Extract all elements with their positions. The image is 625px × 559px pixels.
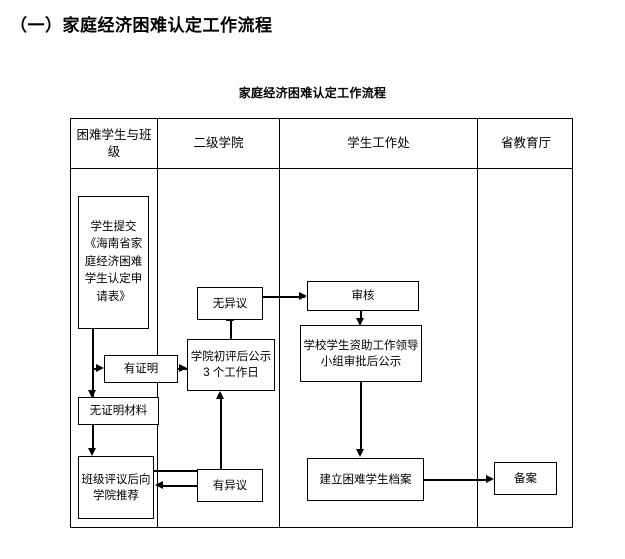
lane-header-student-affairs: 学生工作处	[347, 136, 410, 150]
connector-classrec-to-review-h	[154, 470, 221, 472]
connector-apply-to-proof	[92, 368, 98, 370]
arrowhead-objection-to-classrec	[155, 481, 163, 489]
node-class-review-recommend[interactable]: 班级评议后向学院推荐	[78, 456, 154, 519]
lane-header-provincial-dept: 省教育厅	[500, 136, 551, 150]
figure-caption: 家庭经济困难认定工作流程	[238, 86, 387, 100]
connector-objection-to-classrec	[161, 485, 201, 487]
node-no-proof-material[interactable]: 无证明材料	[78, 397, 159, 425]
lane-divider-3	[477, 119, 478, 527]
node-record-filing[interactable]: 备案	[494, 462, 557, 495]
node-has-proof[interactable]: 有证明	[104, 355, 178, 383]
arrowhead-archive-to-filing	[486, 475, 494, 483]
connector-apply-spine	[92, 329, 94, 403]
arrowhead-proof-to-review	[179, 364, 187, 372]
connector-review-to-noobj	[230, 320, 232, 340]
arrowhead-classrec-to-review	[216, 391, 224, 399]
arrowhead-noobj-to-audit	[299, 292, 307, 300]
lane-header-students: 困难学生与班级	[76, 127, 152, 159]
node-no-objection[interactable]: 无异议	[197, 287, 263, 320]
arrowhead-apply-to-proof	[96, 364, 104, 372]
arrowhead-apply-to-noproof	[88, 390, 96, 398]
lane-divider-1	[157, 119, 158, 527]
node-college-preliminary-publicity[interactable]: 学院初评后公示 3 个工作日	[187, 339, 275, 391]
node-has-objection[interactable]: 有异议	[197, 469, 263, 502]
arrowhead-audit-to-approve	[356, 318, 364, 326]
connector-classrec-to-review-v	[220, 399, 222, 471]
node-school-aid-group-approval[interactable]: 学校学生资助工作领导小组审批后公示	[300, 325, 422, 382]
lane-divider-2	[279, 119, 280, 527]
arrowhead-noproof-to-classrec	[88, 448, 96, 456]
arrowhead-approve-to-archive	[356, 449, 364, 457]
page-title: （一）家庭经济困难认定工作流程	[10, 16, 273, 35]
connector-noproof-to-classrec	[92, 425, 94, 449]
connector-noobj-to-audit	[263, 296, 305, 298]
node-audit[interactable]: 审核	[307, 281, 419, 311]
connector-approve-to-archive	[360, 382, 362, 450]
node-student-application[interactable]: 学生提交《海南省家庭经济困难学生认定申请表》	[78, 196, 149, 329]
swimlane-flowchart: 困难学生与班级 二级学院 学生工作处 省教育厅 学生提交《海南省家庭经济困难学生…	[70, 118, 573, 528]
header-rule	[71, 168, 572, 169]
connector-archive-to-filing	[424, 479, 490, 481]
node-establish-student-archive[interactable]: 建立困难学生档案	[307, 458, 424, 501]
lane-header-college: 二级学院	[193, 136, 244, 150]
connector-audit-to-approve	[360, 311, 362, 321]
